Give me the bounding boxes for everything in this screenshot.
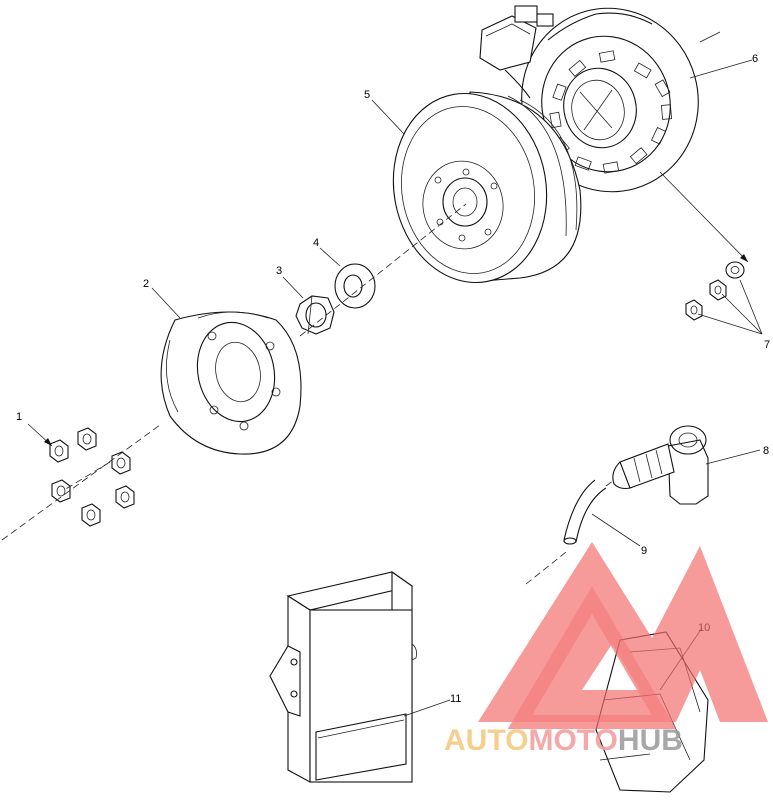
callout-9: 9 [641,545,647,557]
cdi-box [269,570,417,783]
callout-3: 3 [276,265,282,277]
callout-8: 8 [763,445,769,457]
flywheel-nut [295,295,335,335]
callout-5: 5 [364,89,370,101]
assembly-centerlines [1,203,615,585]
watermark-text: AUTOMOTOHUB [444,724,683,757]
ht-lead [563,479,607,545]
flywheel [392,91,582,284]
callout-7: 7 [764,339,770,351]
callout-1: 1 [16,411,22,423]
watermark-auto: AUTO [444,724,528,757]
watermark: AUTOMOTOHUB [444,542,768,757]
watermark-hub: HUB [618,724,683,757]
callout-11: 11 [450,693,461,705]
callout-4: 4 [313,237,319,249]
callout-6: 6 [752,53,758,65]
watermark-logo-icon [478,542,768,729]
washer [334,263,376,309]
stator-assembly [479,5,721,193]
callout-2: 2 [143,278,149,290]
watermark-moto: MOTO [528,724,617,757]
spark-plug-cap [612,425,709,505]
cover-bolts [49,427,135,527]
cover-plate [160,311,302,455]
stator-screws [685,261,745,321]
